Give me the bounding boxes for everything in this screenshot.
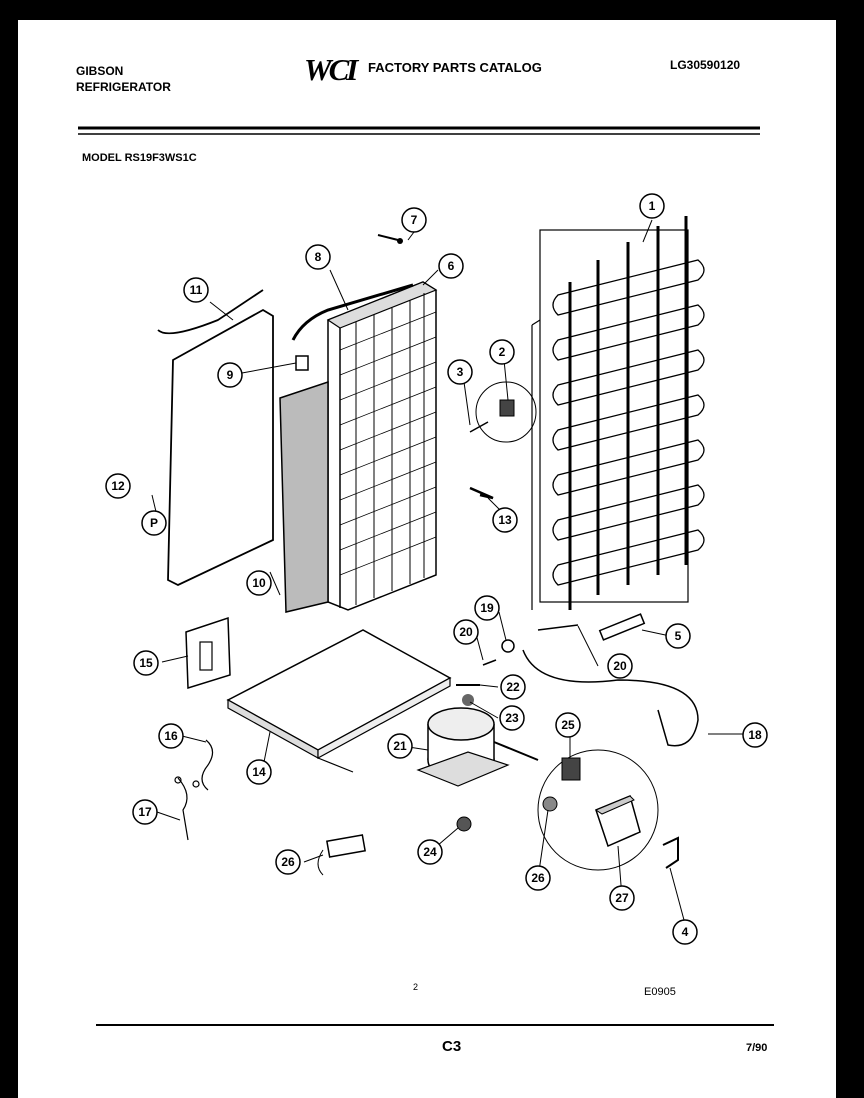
clamp-part — [469, 381, 537, 443]
wire-clip — [662, 836, 679, 869]
callout-17: 17 — [138, 805, 152, 819]
callout-25: 25 — [561, 718, 575, 732]
callout-15: 15 — [139, 656, 153, 670]
model-number: MODEL RS19F3WS1C — [82, 152, 197, 164]
power-cord — [522, 649, 699, 747]
service-valve — [482, 624, 579, 666]
clip-part — [295, 355, 309, 371]
brand-name: GIBSON — [76, 64, 124, 78]
callout-24: 24 — [423, 845, 437, 859]
callout-8: 8 — [315, 250, 322, 264]
callout-21: 21 — [393, 739, 407, 753]
callout-14: 14 — [252, 765, 266, 779]
condenser-coil — [531, 216, 705, 610]
tube-part — [291, 283, 414, 341]
callout-16: 16 — [164, 729, 178, 743]
callout-1: 1 — [649, 199, 656, 213]
evaporator — [326, 281, 438, 611]
catalog-part-number: LG30590120 — [670, 58, 741, 72]
callout-20-left: 20 — [459, 625, 473, 639]
callout-12: 12 — [111, 479, 125, 493]
mounting-bracket — [185, 616, 231, 690]
capacitor-part — [317, 834, 366, 876]
heater-loop — [157, 289, 274, 587]
callout-18: 18 — [748, 728, 762, 742]
callout-27: 27 — [615, 891, 629, 905]
callout-12-icon: P — [150, 516, 158, 530]
callout-4: 4 — [682, 925, 689, 939]
grommet-part — [456, 816, 472, 832]
wci-logo: WCI — [304, 52, 358, 87]
callout-2: 2 — [499, 345, 506, 359]
callout-3: 3 — [457, 365, 464, 379]
exploded-parts-drawing: 1 2 3 4 5 6 7 8 9 10 11 12 13 14 15 16 1… — [78, 126, 774, 1026]
catalog-title: FACTORY PARTS CATALOG — [368, 60, 542, 75]
base-plate — [226, 629, 452, 773]
callout-9: 9 — [227, 368, 234, 382]
page-number: C3 — [442, 1038, 462, 1055]
screw-part — [377, 234, 403, 244]
relay-overload-group — [537, 749, 659, 871]
callout-11: 11 — [190, 283, 203, 297]
callout-26-capacitor: 26 — [281, 855, 295, 869]
parts-diagram-sheet: GIBSON REFRIGERATOR WCI FACTORY PARTS CA… — [18, 20, 836, 1098]
page-mark: 2 — [413, 982, 419, 992]
diagram-code: E0905 — [644, 986, 676, 998]
callout-10: 10 — [252, 576, 266, 590]
wire-harness — [174, 739, 214, 841]
callout-19: 19 — [480, 601, 494, 615]
drier-part — [598, 613, 646, 641]
callout-5: 5 — [675, 629, 682, 643]
bracket-part — [469, 486, 494, 500]
callout-13: 13 — [498, 513, 512, 527]
valve-parts — [456, 684, 480, 706]
catalog-date: 7/90 — [746, 1042, 768, 1054]
callout-26-relay: 26 — [531, 871, 545, 885]
callout-6: 6 — [448, 259, 455, 273]
callout-circles — [105, 193, 768, 945]
insulation-pad — [279, 380, 329, 613]
callout-22: 22 — [506, 680, 520, 694]
product-type: REFRIGERATOR — [76, 80, 171, 94]
callout-7: 7 — [411, 213, 418, 227]
callout-20-right: 20 — [613, 659, 627, 673]
callout-23: 23 — [505, 711, 519, 725]
compressor — [416, 707, 539, 787]
